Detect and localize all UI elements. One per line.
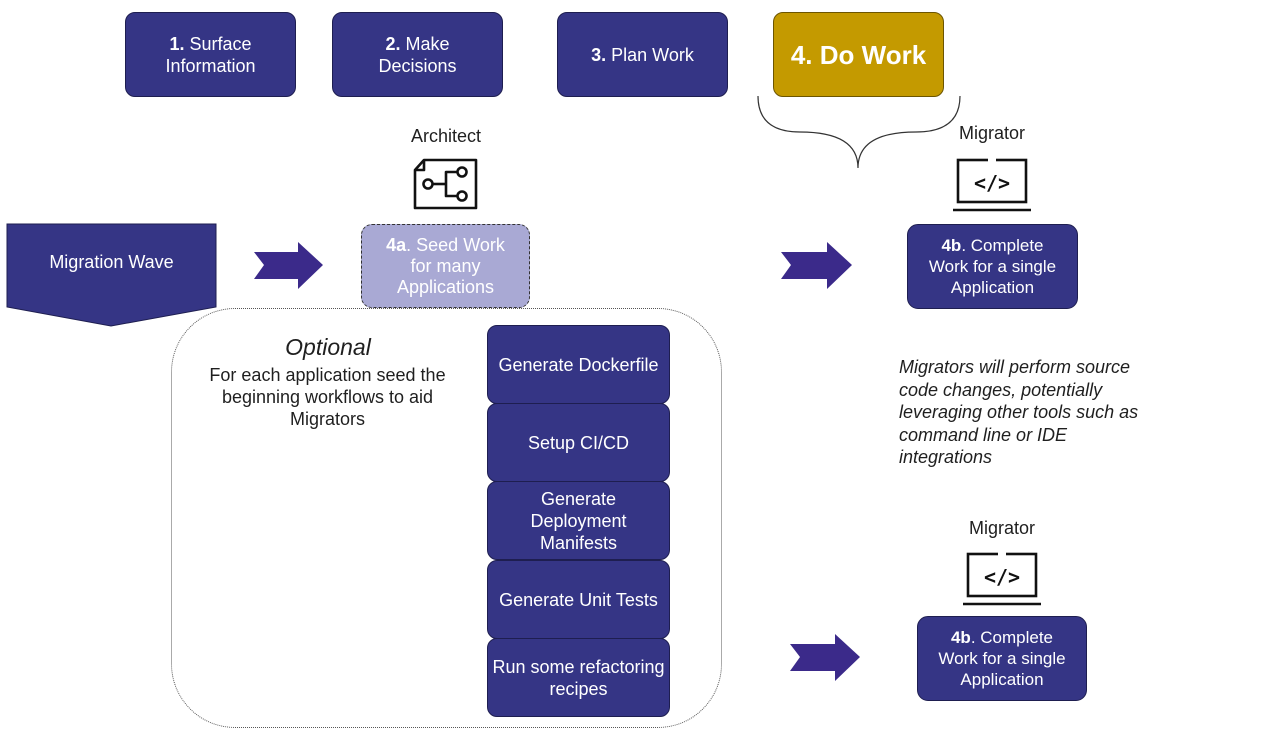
task-text: . Seed Work for many Applications [396, 234, 505, 297]
task-text: . Complete Work for a single Application [928, 236, 1057, 297]
phase-label: Plan Work [611, 44, 694, 65]
phase-2-box: 2. Make Decisions [332, 12, 503, 97]
svg-text:</>: </> [984, 565, 1020, 589]
phase-number: 1. [169, 33, 185, 54]
workflow-node: Generate Dockerfile [487, 325, 670, 404]
complete-work-node: 4b. Complete Work for a single Applicati… [917, 616, 1087, 701]
workflow-node: Run some refactoring recipes [487, 638, 670, 717]
phase-3-box: 3. Plan Work [557, 12, 728, 97]
phase-number: 2. [385, 33, 401, 54]
workflow-node: Generate Unit Tests [487, 560, 670, 639]
migrator-label: Migrator [968, 518, 1035, 538]
migrator-note: Migrators will perform source code chang… [899, 357, 1139, 467]
seed-work-node: 4a. Seed Work for many Applications [361, 224, 530, 308]
task-text: . Complete Work for a single Application [938, 628, 1066, 689]
right-arrow-icon [254, 242, 323, 289]
brace-connector [757, 95, 961, 169]
phase-label: Make Decisions [378, 33, 457, 76]
architect-label: Architect [410, 126, 482, 146]
right-arrow-icon [790, 634, 860, 681]
optional-description: For each application seed the beginning … [209, 365, 446, 429]
phase-number: 3. [591, 44, 607, 65]
task-number: 4b [941, 236, 962, 255]
phase-label: 4. Do Work [790, 39, 927, 70]
migration-wave-label: Migration Wave [49, 252, 174, 272]
phase-4-box-active: 4. Do Work [773, 12, 944, 97]
diagram-document-icon [413, 158, 478, 210]
laptop-code-icon: </> [963, 552, 1041, 606]
task-number: 4a [386, 234, 407, 255]
workflow-node: Generate Deployment Manifests [487, 481, 670, 560]
migrator-label: Migrator [958, 123, 1025, 143]
task-number: 4b [950, 628, 971, 647]
complete-work-node: 4b. Complete Work for a single Applicati… [907, 224, 1078, 309]
migration-wave-shape [6, 223, 217, 327]
svg-text:</>: </> [974, 171, 1010, 195]
optional-group [171, 308, 722, 728]
optional-title: Optional [285, 334, 371, 360]
laptop-code-icon: </> [953, 158, 1031, 212]
workflow-node: Setup CI/CD [487, 403, 670, 482]
right-arrow-icon [781, 242, 852, 289]
phase-label: Surface Information [165, 33, 256, 76]
phase-1-box: 1. Surface Information [125, 12, 296, 97]
